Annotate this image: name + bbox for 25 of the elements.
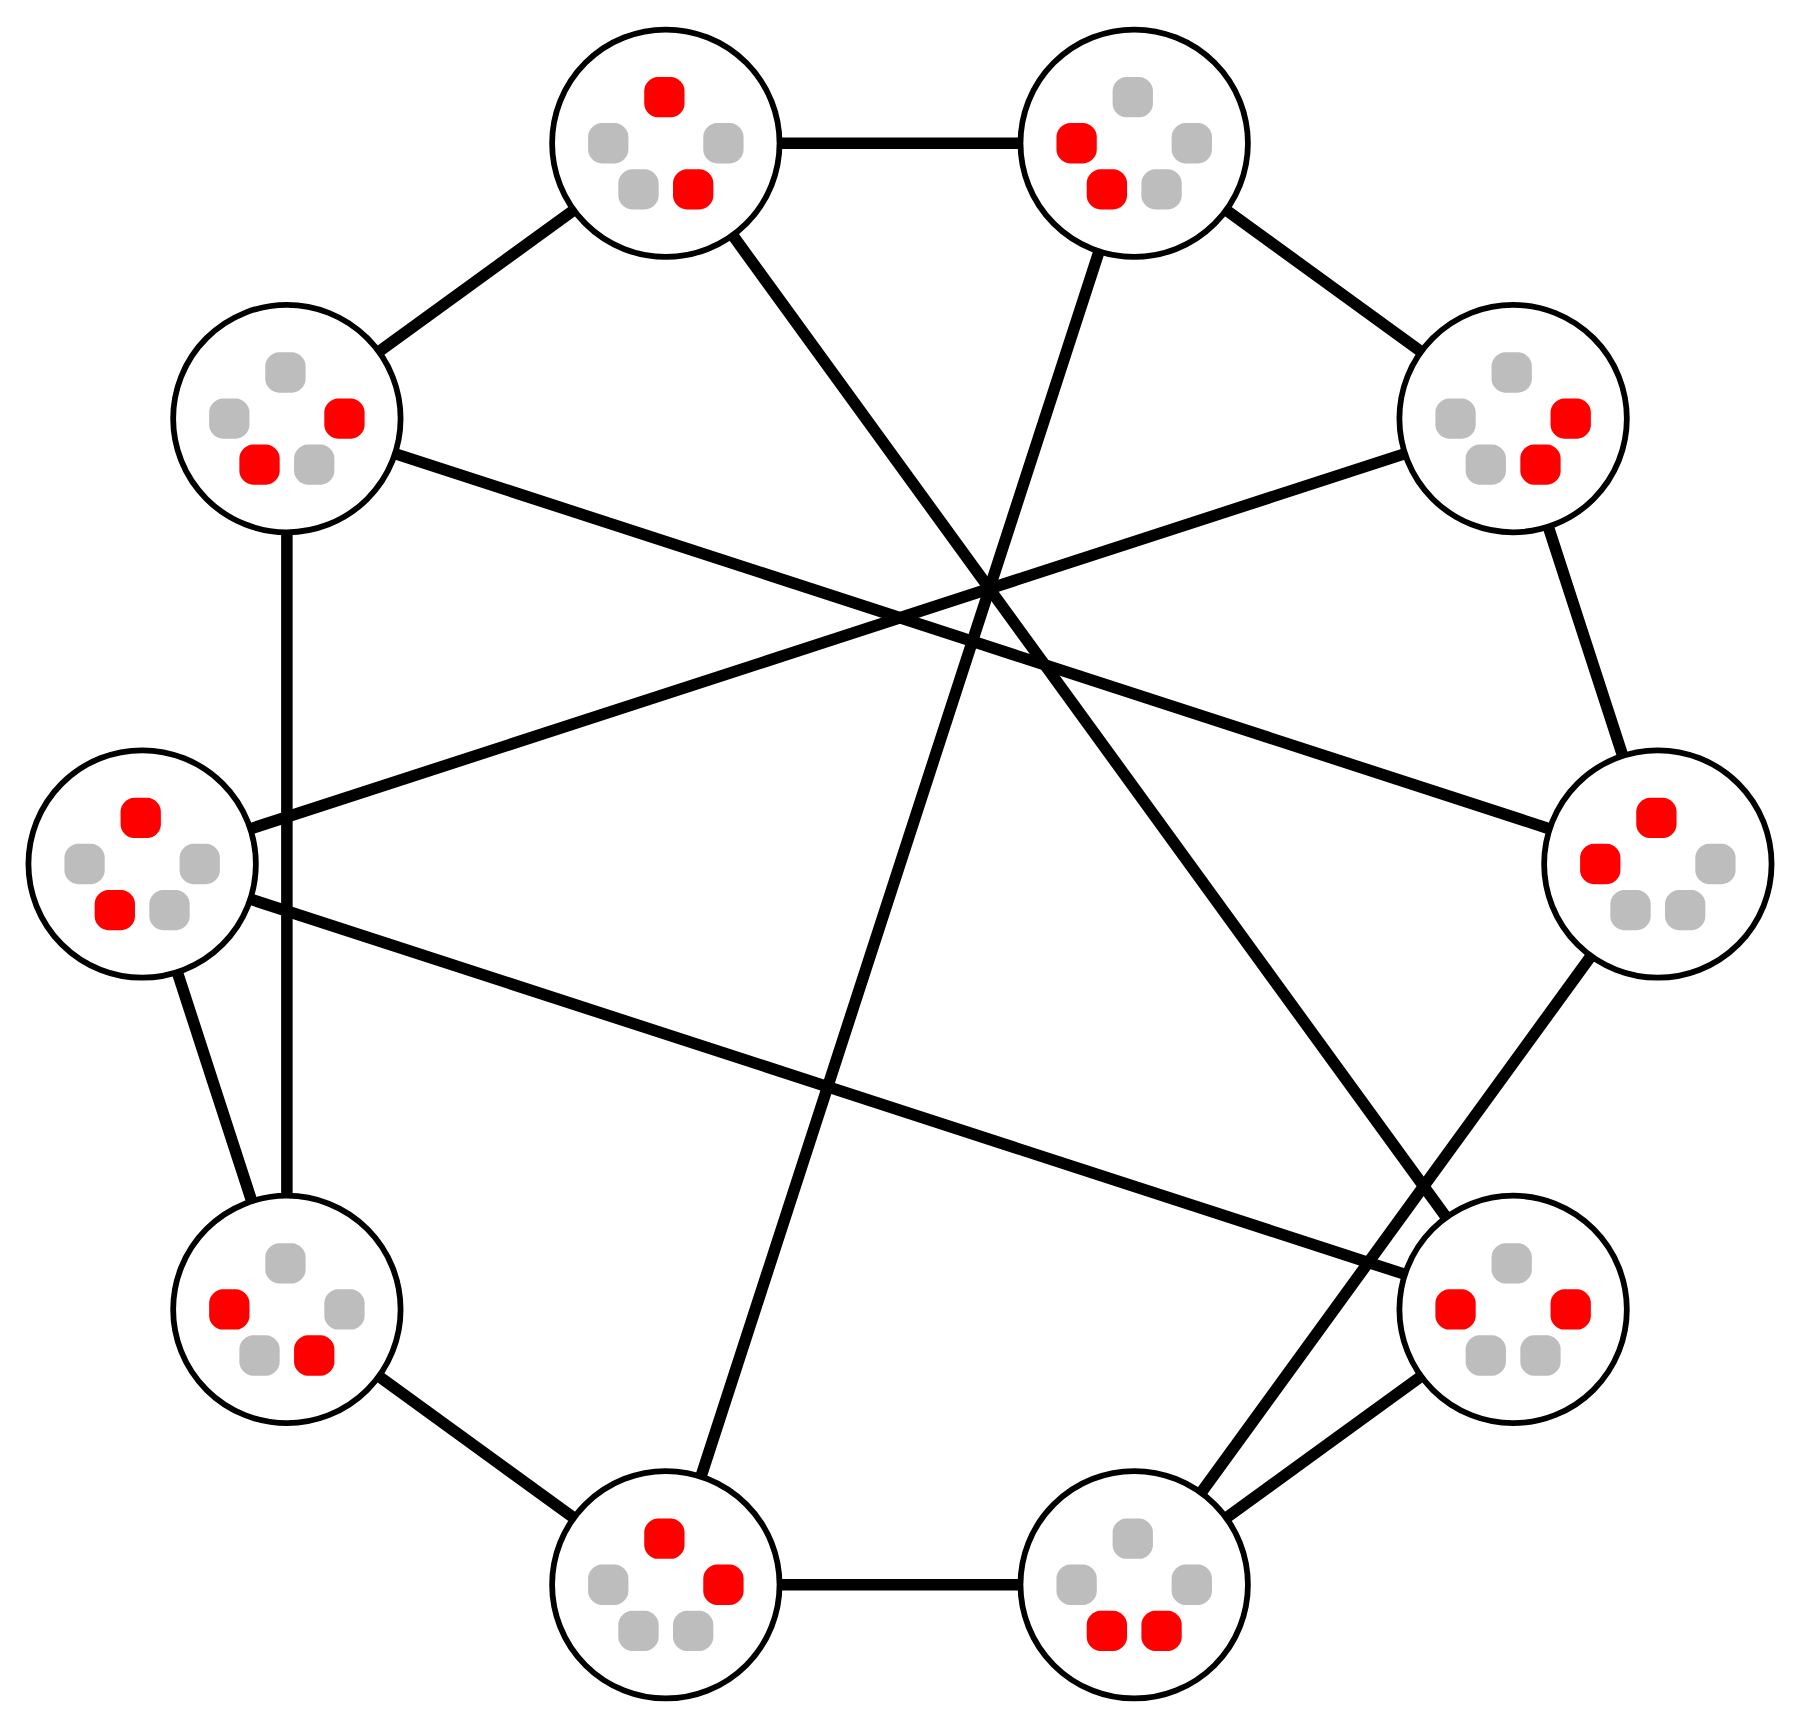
- node-circle: [170, 301, 404, 536]
- node-circle: [25, 747, 259, 981]
- connector: [249, 448, 1407, 835]
- connector: [281, 533, 293, 1196]
- connector: [1196, 953, 1596, 1497]
- connector: [695, 249, 1105, 1478]
- connector: [728, 232, 1451, 1221]
- node-circle: [1017, 26, 1251, 260]
- connector: [172, 971, 258, 1203]
- node-circle: [1017, 1468, 1251, 1702]
- connector: [1543, 525, 1629, 758]
- node-circle: [1541, 747, 1775, 981]
- node-circle: [1396, 1192, 1630, 1427]
- connector: [780, 137, 1020, 149]
- node-circle: [549, 26, 783, 260]
- node-circle: [170, 1192, 404, 1427]
- connector: [376, 1372, 577, 1523]
- connector: [249, 893, 1407, 1280]
- node-circle: [1396, 301, 1630, 536]
- node-circle: [549, 1468, 783, 1702]
- connector: [1223, 1372, 1424, 1522]
- connector: [1223, 206, 1424, 356]
- connector: [780, 1579, 1020, 1591]
- connector: [393, 448, 1551, 835]
- connector: [376, 205, 577, 356]
